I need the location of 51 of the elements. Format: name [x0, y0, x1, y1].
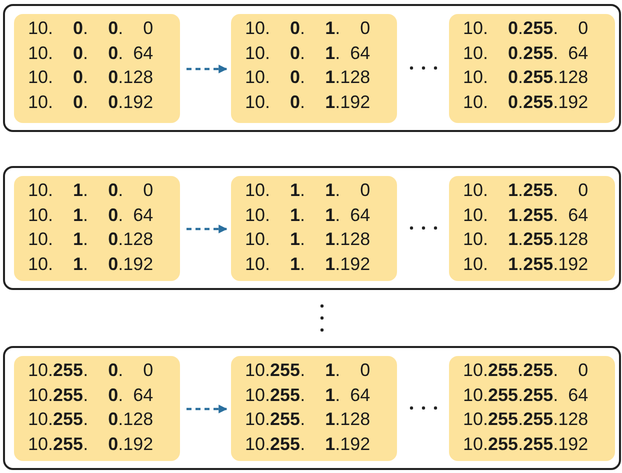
ip-address: 10. 0. 0. 64	[28, 42, 154, 64]
ip-address: 10.255. 0. 0	[28, 359, 154, 382]
address-block	[14, 356, 180, 461]
ip-address: 10.255.255.192	[463, 432, 588, 456]
address-block	[231, 14, 397, 123]
ip-address: 10. 1.255.192	[463, 252, 588, 276]
ip-address: 10. 0. 1. 64	[245, 42, 370, 64]
address-block	[449, 356, 615, 461]
ip-address: 10.255. 1. 64	[245, 384, 370, 406]
ip-address: 10. 1. 1. 0	[245, 179, 370, 202]
ip-address: 10. 1. 0.128	[28, 228, 154, 251]
ip-address: 10. 1. 1.192	[245, 252, 370, 276]
ip-address: 10. 0. 0. 0	[28, 17, 154, 40]
arrow	[186, 404, 228, 414]
address-block	[231, 176, 397, 281]
address-block	[231, 356, 397, 461]
ip-address: 10.255. 1.128	[245, 408, 370, 431]
address-block	[14, 176, 180, 281]
ip-address: 10. 1.255.128	[463, 228, 588, 251]
group-frame	[3, 166, 621, 290]
ip-address: 10. 1. 0.192	[28, 252, 154, 276]
ip-address: 10. 0.255.192	[463, 90, 588, 114]
ip-address: 10.255. 0.128	[28, 408, 154, 431]
ip-address: 10. 1. 0. 64	[28, 204, 154, 226]
ip-address: 10.255. 1. 0	[245, 359, 370, 382]
ip-address: 10. 1. 1. 64	[245, 204, 370, 226]
ip-address: 10. 0. 0.192	[28, 90, 154, 114]
ip-address: 10. 1.255. 64	[463, 204, 588, 226]
ip-address: 10.255. 0.192	[28, 432, 154, 456]
arrow	[186, 64, 228, 74]
ip-address: 10. 1. 1.128	[245, 228, 370, 251]
address-block	[449, 14, 615, 123]
address-block	[14, 14, 180, 123]
ip-address: 10.255. 1.192	[245, 432, 370, 456]
group-frame	[3, 4, 621, 132]
ip-address: 10. 0.255. 0	[463, 17, 588, 40]
ip-address: 10. 1.255. 0	[463, 179, 588, 202]
ip-address: 10.255.255. 64	[463, 384, 588, 406]
address-block	[449, 176, 615, 281]
arrow	[186, 224, 228, 234]
ip-address: 10.255. 0. 64	[28, 384, 154, 406]
ip-address: 10. 0. 0.128	[28, 66, 154, 89]
ip-address: 10. 0. 1.128	[245, 66, 370, 89]
ip-address: 10. 0. 1. 0	[245, 17, 370, 40]
ip-address: 10. 1. 0. 0	[28, 179, 154, 202]
ip-address: 10. 0.255.128	[463, 66, 588, 89]
ip-address: 10.255.255. 0	[463, 359, 588, 382]
ip-address: 10.255.255.128	[463, 408, 588, 431]
ip-address: 10. 0. 1.192	[245, 90, 370, 114]
ip-address: 10. 0.255. 64	[463, 42, 588, 64]
group-frame	[3, 346, 621, 470]
